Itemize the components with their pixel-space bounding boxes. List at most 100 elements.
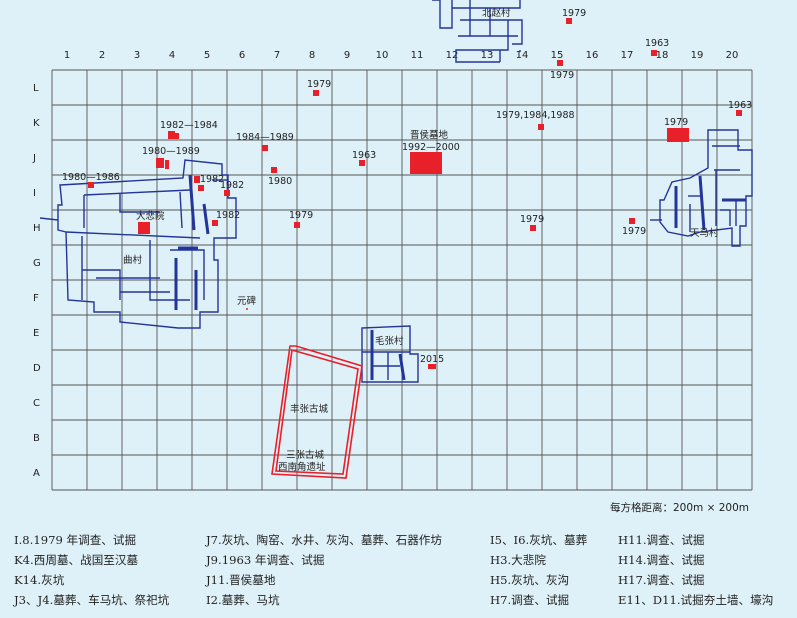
legend-item: J7.灰坑、陶窑、水井、灰沟、墓葬、石器作坊 [206,533,442,547]
site-marker [262,145,268,151]
site-marker [138,222,150,234]
site-marker [566,18,572,24]
site-marker [736,110,742,116]
legend-item: J11.晋侯墓地 [206,573,276,587]
site-marker [174,133,179,139]
label-sanzhang-1: 三张古城 [286,449,325,461]
grid-column-label: 13 [481,50,494,61]
site-marker [538,124,544,130]
legend-item: I.8.1979 年调查、试掘 [14,533,137,547]
year-label: 1979 [550,70,574,81]
grid-column-label: 3 [134,50,140,61]
grid-column-label: 7 [274,50,280,61]
legend-item: H14.调查、试掘 [618,553,705,567]
site-marker [359,160,365,166]
legend-item: K4.西周墓、战国至汉墓 [14,553,139,567]
grid-row-label: G [33,258,41,269]
year-label: 1963 [352,150,376,161]
site-marker [313,90,319,96]
legend-column: H11.调查、试掘 H14.调查、试掘 H17.调查、试掘 E11、D11.试掘夯土墙… [618,530,773,610]
site-marker [198,185,204,191]
legend-item: J9.1963 年调查、试掘 [206,553,325,567]
label-maozhang: 毛张村 [375,335,404,347]
grid-row-label: D [33,363,41,374]
grid-column-label: 4 [169,50,175,61]
grid-column-label: 1 [64,50,70,61]
legend-item: E11、D11.试掘夯土墙、壕沟 [618,593,774,607]
year-label: 1963 [645,38,669,49]
year-label: 1979 [562,8,586,19]
site-marker [156,158,164,168]
label-jinhou-2: 1992—2000 [402,142,460,153]
grid-column-label: 10 [376,50,389,61]
legend-item: J3、J4.墓葬、车马坑、祭祀坑 [14,593,170,607]
legend-item: I2.墓葬、马坑 [206,593,280,607]
grid-column-label: 15 [551,50,564,61]
site-marker [194,176,200,183]
year-label: 1982 [220,180,244,191]
year-label: 1979 [289,210,313,221]
legend-column: J7.灰坑、陶窑、水井、灰沟、墓葬、石器作坊 J9.1963 年调查、试掘 J11.… [206,530,442,610]
year-label: 1979 [307,79,331,90]
grid-column-label: 20 [726,50,739,61]
legend-item: H17.调查、试掘 [618,573,705,587]
grid-column-label: 8 [309,50,315,61]
year-label: 1980 [268,176,292,187]
year-label: 1982 [200,174,224,185]
label-beizhao: 北赵村 [482,7,511,19]
site-marker [88,182,94,188]
maozhang-village-outline [361,325,419,383]
grid-column-label: 14 [516,50,529,61]
site-marker [165,160,169,169]
grid-row-label: A [33,468,40,479]
label-sanzhang-2: 西南角遗址 [278,461,326,473]
beizhao-village-outline [432,0,523,63]
site-marker [557,60,563,66]
grid-row-label: L [33,83,39,94]
legend-item: K14.灰坑 [14,573,65,587]
site-marker [410,152,442,174]
year-labels: 1979 1963 1979 1979 1982—1984 1984—1989 … [62,8,752,365]
site-marker [530,225,536,231]
grid-column-label: 17 [621,50,634,61]
label-dabeiyuan: 大悲院 [136,210,165,222]
grid-column-label: 11 [411,50,424,61]
year-label: 1980—1989 [142,146,200,157]
year-label: 1979 [622,226,646,237]
site-marker [246,308,248,310]
legend-item: H11.调查、试掘 [618,533,705,547]
qucun-village-outline [39,159,237,329]
legend-item: I5、I6.灰坑、墓葬 [490,533,588,547]
fengzhang-ancient-city [271,345,363,479]
grid-column-label: 6 [239,50,245,61]
grid-row-label: F [33,293,39,304]
grid-column-label: 2 [99,50,105,61]
year-label: 1979 [664,117,688,128]
tianma-village-outline [650,129,753,247]
year-label: 1979 [520,214,544,225]
grid-row-label: C [33,398,40,409]
site-markers [88,18,742,369]
grid-scale-note: 每方格距离：200m × 200m [610,502,750,514]
year-label: 1963 [728,100,752,111]
grid-column-label: 5 [204,50,210,61]
legend-item: H5.灰坑、灰沟 [490,573,570,587]
site-marker [294,222,300,228]
grid-row-label: E [33,328,39,339]
year-label: 2015 [420,354,444,365]
survey-grid [51,69,753,491]
grid-column-label: 12 [446,50,459,61]
year-label: 1979,1984,1988 [496,110,575,121]
site-marker [168,131,175,139]
grid-row-label: K [33,118,40,129]
year-label: 1984—1989 [236,132,294,143]
grid-row-label: J [32,153,36,164]
grid-row-label: H [33,223,41,234]
grid-column-label: 19 [691,50,704,61]
grid-column-label: 18 [656,50,669,61]
legend: I.8.1979 年调查、试掘 K4.西周墓、战国至汉墓 K14.灰坑 J3、J4.墓… [14,530,794,615]
